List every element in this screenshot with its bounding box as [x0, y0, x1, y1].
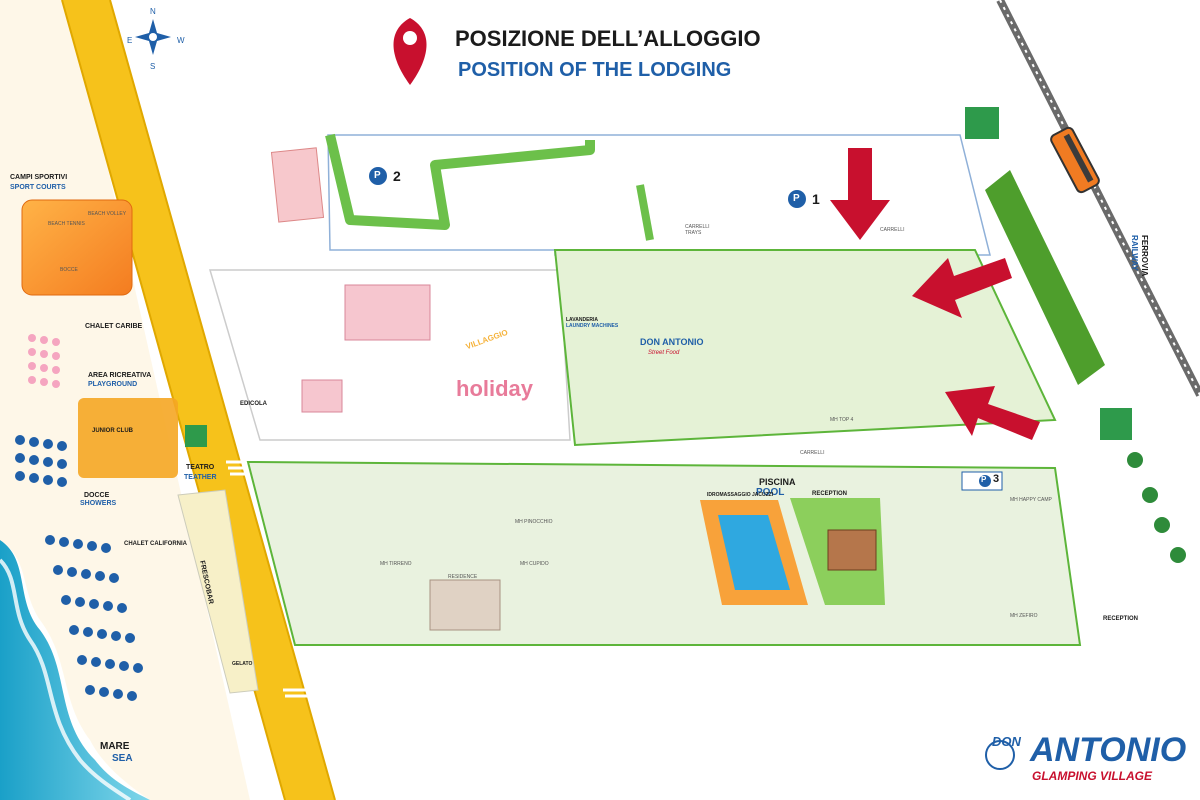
label-carrelli-3: CARRELLI: [800, 450, 825, 456]
label-don-antonio-food: DON ANTONIO: [640, 337, 704, 347]
compass-n: N: [150, 7, 156, 16]
label-sport-courts: SPORT COURTS: [10, 184, 66, 191]
parking-1-number[interactable]: 1: [812, 191, 820, 207]
label-campi-sportivi: CAMPI SPORTIVI: [10, 174, 68, 181]
zone-mh-zefiro: MH ZEFIRO: [1010, 613, 1038, 619]
hedge-p1: [636, 184, 654, 241]
zone-mh-happy-camp: MH HAPPY CAMP: [1010, 497, 1052, 503]
train-icon: [1050, 126, 1100, 194]
zone-mh-cupido: MH CUPIDO: [520, 561, 549, 567]
hedge-strip: [985, 170, 1105, 385]
parking-3-symbol: P: [981, 475, 987, 484]
label-reception-2: RECEPTION: [1103, 616, 1139, 622]
parking-3-number[interactable]: 3: [993, 473, 1000, 485]
frescobar-strip: [177, 489, 259, 694]
label-pool: POOL: [756, 487, 785, 498]
road-edge-right: [109, 0, 336, 800]
zone-mh-pinocchio: MH PINOCCHIO: [515, 519, 553, 525]
parking-2-number[interactable]: 2: [393, 168, 401, 184]
label-holiday: holiday: [456, 376, 534, 401]
label-chalet-caribe: CHALET CARIBE: [85, 323, 143, 330]
junior-club-area: [78, 398, 178, 478]
umbrella-grid-pink: [28, 334, 60, 388]
label-showers: SHOWERS: [80, 500, 117, 507]
lodging-arrows: [830, 148, 1040, 440]
label-teather: TEATHER: [184, 474, 217, 481]
label-laundry: LAUNDRY MACHINES: [566, 323, 619, 329]
zone-mh-tirreno: MH TIRRENO: [380, 561, 412, 567]
pool-water: [718, 515, 790, 590]
football-pitch: [270, 147, 325, 223]
arrow-down: [830, 148, 890, 240]
residence-building: [429, 579, 501, 631]
label-carrelli-1: CARRELLI: [685, 224, 710, 230]
reception-building: [827, 529, 877, 571]
umbrella-grid-1: [15, 435, 67, 487]
label-trays: TRAYS: [685, 230, 702, 236]
label-chalet-california: CHALET CALIFORNIA: [124, 541, 187, 547]
logo-subtitle: GLAMPING VILLAGE: [1032, 769, 1152, 783]
umbrella-grid-2: [45, 535, 143, 701]
label-mare: MARE: [100, 741, 130, 752]
label-bocce: BOCCE: [60, 267, 78, 273]
label-ferrovia: FERROVIA: [1140, 235, 1149, 277]
label-carrelli-2: CARRELLI: [880, 227, 905, 233]
label-residence: RESIDENCE: [448, 574, 478, 580]
sea-foam: [0, 558, 132, 800]
sport-courts-area: [21, 199, 133, 296]
parking-2-symbol: P: [374, 170, 381, 181]
logo-don: DON: [992, 734, 1021, 749]
parking-1-symbol: P: [793, 193, 800, 204]
railway-track: [996, 0, 1200, 397]
label-gelato: GELATO: [232, 661, 253, 667]
holiday-village-outline: [208, 269, 571, 441]
logo-antonio: ANTONIO: [1030, 731, 1187, 769]
label-docce: DOCCE: [84, 492, 110, 499]
parking-area: [327, 134, 991, 256]
label-idromassaggio: IDROMASSAGGIO JACUZZI: [707, 492, 774, 498]
hedge-p2: [325, 133, 595, 230]
compass-s: S: [150, 62, 156, 71]
title-italian: POSIZIONE DELL’ALLOGGIO: [455, 26, 761, 51]
arrow-left-upper: [912, 258, 1012, 318]
parking-sign-icons: [369, 167, 1003, 491]
label-lavanderia: LAVANDERIA: [566, 317, 599, 323]
compass-e: E: [127, 36, 133, 45]
label-street-food: Street Food: [648, 350, 680, 356]
label-teatro: TEATRO: [186, 464, 215, 471]
logo-figure-icon: [985, 740, 1015, 770]
zone-mh-top: MH TOP 4: [830, 417, 854, 423]
label-edicola: EDICOLA: [240, 401, 267, 407]
south-block: [246, 460, 1082, 646]
arrow-left-lower: [945, 386, 1040, 440]
label-beach-volley: BEACH VOLLEY: [88, 211, 127, 217]
compass-icon: [135, 19, 171, 55]
location-pin-icon: [393, 18, 427, 85]
label-railway: RAILWAY: [1130, 235, 1139, 271]
label-area-ricreativa: AREA RICREATIVA: [88, 372, 152, 379]
label-junior-club: JUNIOR CLUB: [92, 428, 134, 434]
sea-area: [0, 540, 150, 800]
title-english: POSITION OF THE LODGING: [458, 59, 732, 81]
label-reception: RECEPTION: [812, 491, 848, 497]
pink-building-large: [344, 284, 431, 341]
coastal-road: [62, 0, 335, 800]
label-sea: SEA: [112, 753, 133, 764]
palm-trees: [1127, 452, 1186, 563]
pink-building-small: [301, 379, 343, 413]
label-beach-tennis: BEACH TENNIS: [48, 221, 85, 227]
label-piscina: PISCINA: [759, 477, 796, 487]
emergency-exit-icons: [185, 107, 1132, 447]
compass-w: W: [177, 36, 185, 45]
label-playground: PLAYGROUND: [88, 381, 138, 388]
